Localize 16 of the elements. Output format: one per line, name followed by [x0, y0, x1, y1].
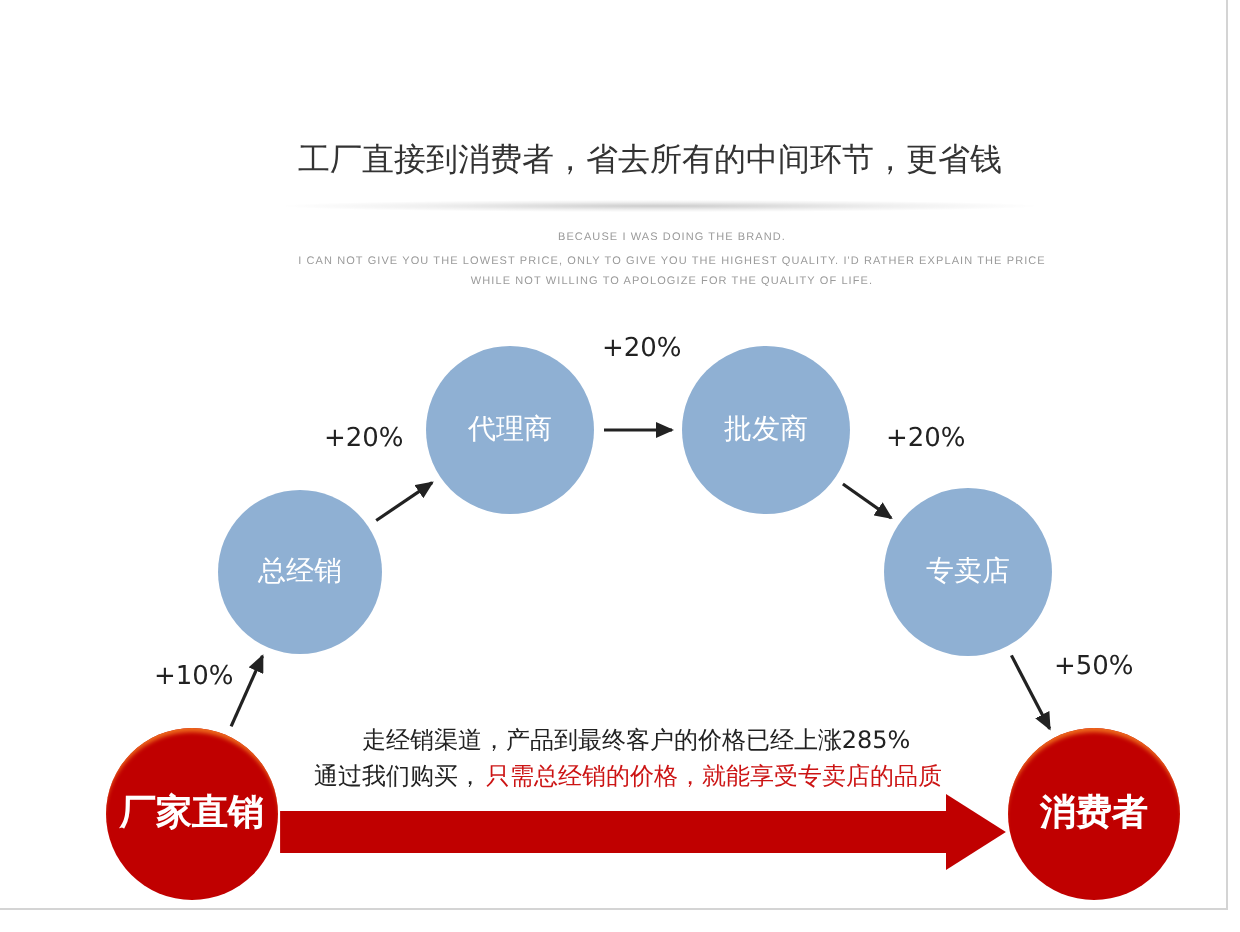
arrow [375, 481, 434, 522]
highlight-text: 只需总经销的价格，就能享受专卖店的品质 [486, 764, 942, 792]
note-text: 通过我们购买， [314, 764, 482, 792]
node-label: 总经销 [258, 555, 342, 589]
arrow [842, 482, 893, 520]
node-label: 消费者 [1040, 792, 1148, 836]
node-label: 批发商 [724, 413, 808, 447]
arrow [1010, 654, 1052, 731]
block-arrow [280, 794, 1006, 870]
arrow [229, 654, 264, 727]
node-label: 厂家直销 [120, 792, 264, 836]
note-text: 走经销渠道，产品到最终客户的价格已经上涨285% [361, 728, 911, 756]
node-label: 代理商 [468, 413, 552, 447]
node-label: 专卖店 [926, 555, 1010, 589]
arrow [604, 422, 674, 438]
title: 工厂直接到消费者，省去所有的中间环节，更省钱 [298, 142, 1002, 179]
